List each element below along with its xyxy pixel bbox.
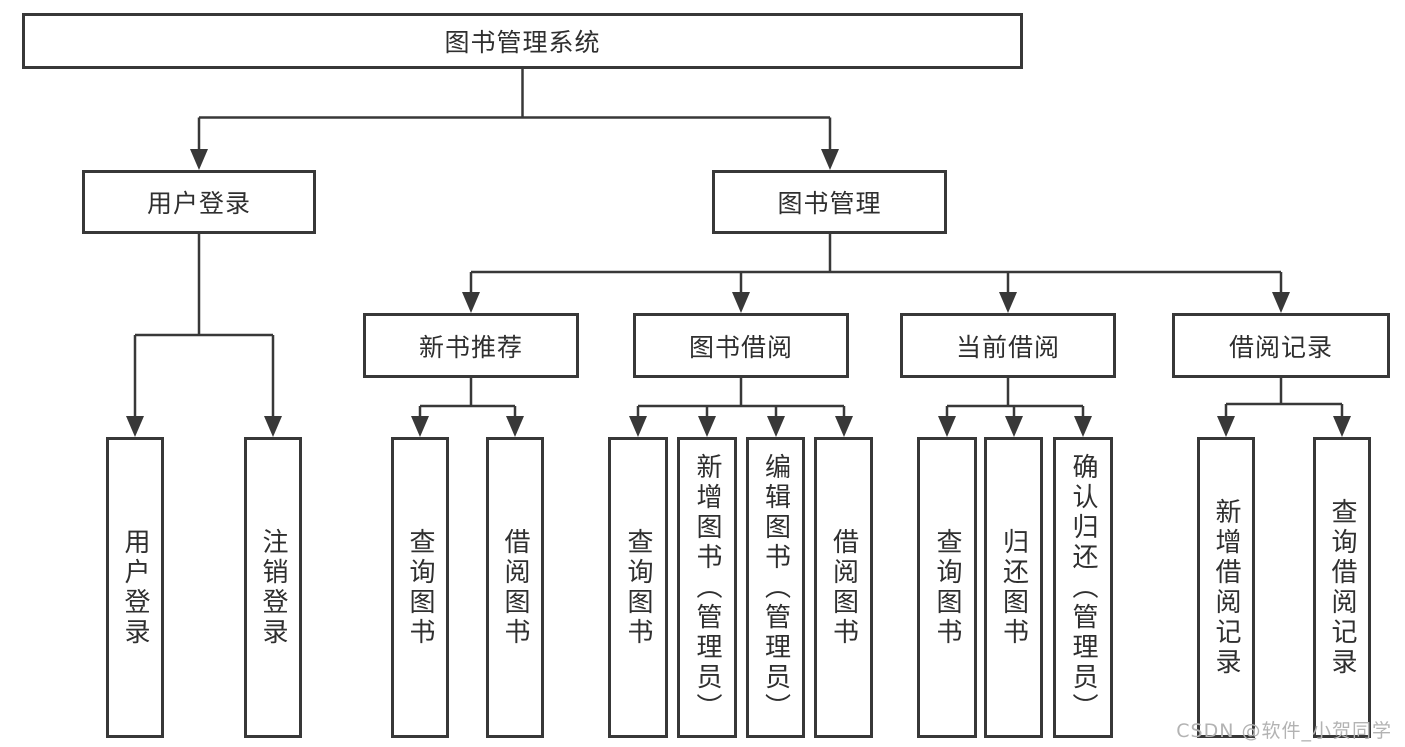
leaf-label: 新增图书（管理员） — [692, 452, 722, 723]
leaf-label: 查询借阅记录 — [1327, 497, 1357, 678]
csdn-watermark: CSDN @软件_小贺同学 — [1176, 720, 1392, 742]
leaf-borrow-edit-books-admin: 编辑图书（管理员） — [746, 437, 805, 738]
leaf-logout-login: 注销登录 — [244, 437, 302, 738]
leaf-label: 查询图书 — [932, 527, 962, 648]
leaf-user-login: 用户登录 — [106, 437, 164, 738]
leaf-label: 归还图书 — [998, 527, 1029, 648]
leaf-label: 查询图书 — [623, 527, 653, 648]
leaf-label: 新增借阅记录 — [1211, 497, 1241, 678]
leaf-label: 注销登录 — [258, 527, 288, 648]
leaf-label: 编辑图书（管理员） — [760, 452, 791, 723]
leaf-recommend-query-books: 查询图书 — [391, 437, 449, 738]
node-borrow-record: 借阅记录 — [1172, 313, 1390, 378]
leaf-borrow-query-books: 查询图书 — [608, 437, 668, 738]
arrowheads — [126, 149, 1351, 437]
leaf-label: 用户登录 — [120, 527, 150, 648]
node-current-borrow: 当前借阅 — [900, 313, 1116, 378]
leaf-borrow-borrow-books: 借阅图书 — [814, 437, 873, 738]
leaf-label: 确认归还（管理员） — [1068, 452, 1098, 723]
node-user-login: 用户登录 — [82, 170, 316, 234]
node-new-book-recommend: 新书推荐 — [363, 313, 579, 378]
leaf-current-return-books: 归还图书 — [984, 437, 1043, 738]
leaf-current-confirm-return-admin: 确认归还（管理员） — [1053, 437, 1113, 738]
node-book-management: 图书管理 — [712, 170, 947, 234]
leaf-label: 借阅图书 — [828, 527, 859, 648]
leaf-record-add-borrow-record: 新增借阅记录 — [1197, 437, 1255, 738]
leaf-record-query-borrow-record: 查询借阅记录 — [1313, 437, 1371, 738]
node-root-system: 图书管理系统 — [22, 13, 1023, 69]
leaf-label: 查询图书 — [405, 527, 435, 648]
leaf-recommend-borrow-books: 借阅图书 — [486, 437, 544, 738]
leaf-borrow-add-books-admin: 新增图书（管理员） — [677, 437, 737, 738]
leaf-current-query-books: 查询图书 — [917, 437, 977, 738]
leaf-label: 借阅图书 — [500, 527, 530, 648]
node-book-borrow: 图书借阅 — [633, 313, 849, 378]
